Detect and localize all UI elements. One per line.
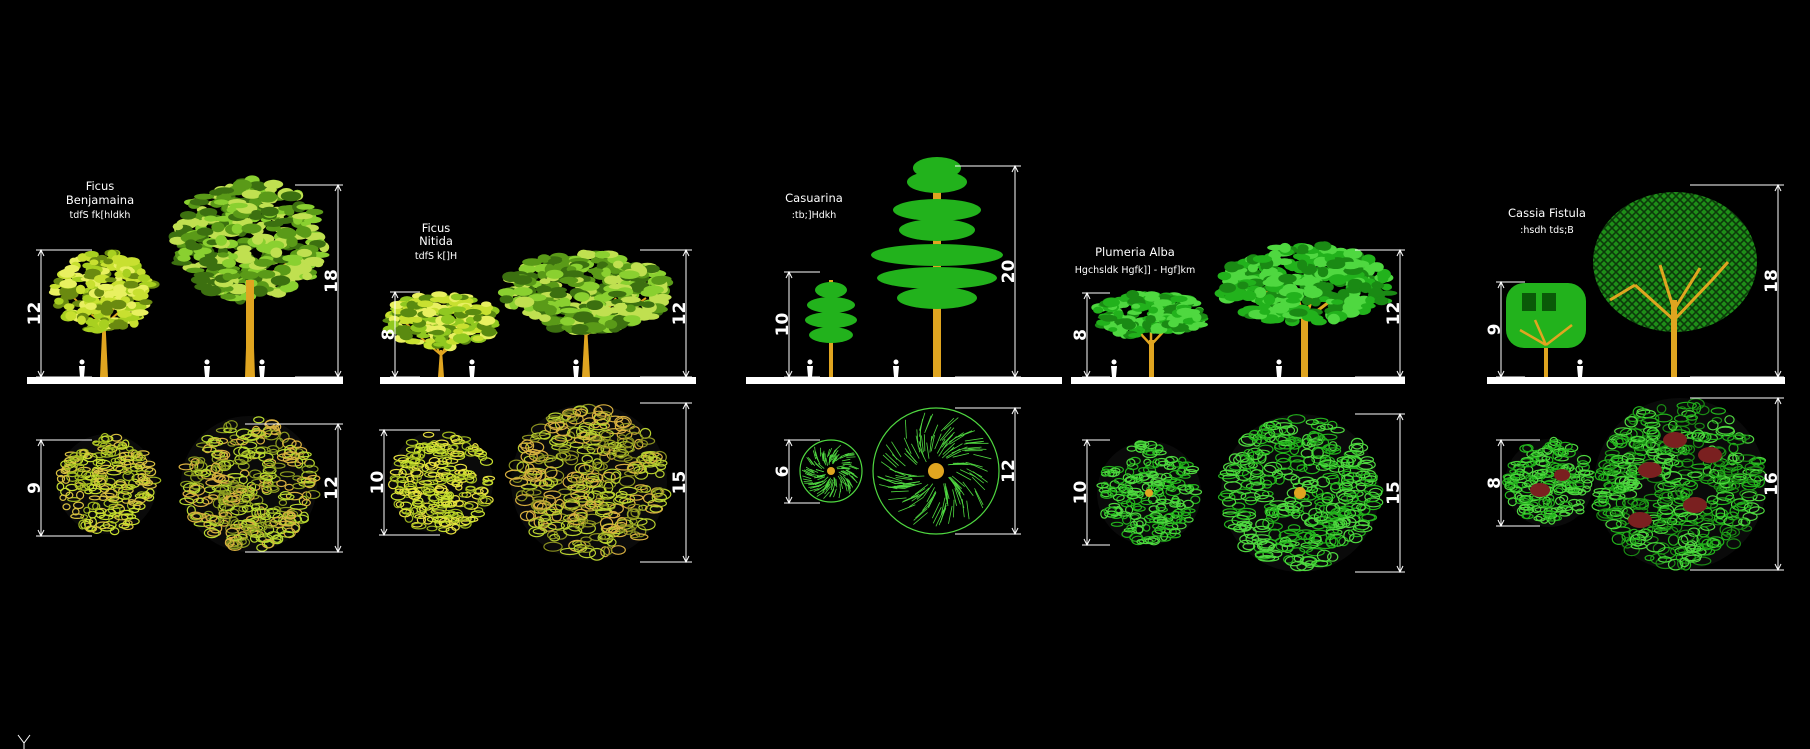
dim-ficus-benjamaina-plan-small-label: 9 bbox=[25, 482, 45, 494]
label-ficus-benjamaina-line2: Benjamaina bbox=[66, 193, 134, 207]
label-ficus-nitida-line2: Nitida bbox=[419, 234, 453, 248]
plant-labels: Ficus Benjamaina tdfS fk[hldkh Ficus Nit… bbox=[66, 179, 1586, 276]
tree-elevation-casuarina-large bbox=[871, 157, 1003, 377]
local-name-ficus-nitida: tdfS k[]H bbox=[415, 251, 457, 262]
ground-line-3 bbox=[746, 377, 1062, 384]
person-figure-icon bbox=[1111, 359, 1117, 377]
tree-elevation-plumeria-alba-small bbox=[1091, 290, 1209, 377]
tree-plans bbox=[55, 398, 1767, 572]
dim-casuarina-elevation-small-label: 10 bbox=[773, 313, 793, 337]
local-name-cassia-fistula: :hsdh tds;B bbox=[1520, 225, 1574, 236]
dim-ficus-benjamaina-elevation-large: 18 bbox=[295, 183, 343, 379]
local-name-casuarina: :tb;]Hdkh bbox=[792, 210, 837, 221]
person-figure-icon bbox=[79, 359, 85, 377]
label-casuarina: Casuarina bbox=[785, 191, 843, 205]
tree-elevation-ficus-nitida-large bbox=[497, 249, 674, 377]
dim-ficus-nitida-plan-large-label: 15 bbox=[670, 471, 690, 495]
tree-elevation-cassia-fistula-small bbox=[1506, 283, 1586, 377]
tree-plan-plumeria-alba-small bbox=[1096, 440, 1203, 546]
dim-cassia-fistula-elevation-large: 18 bbox=[1690, 183, 1784, 379]
label-ficus-benjamaina-line1: Ficus bbox=[86, 179, 115, 193]
person-figure-icon bbox=[204, 359, 210, 377]
tree-plan-casuarina-small bbox=[799, 439, 863, 503]
tree-elevation-casuarina-small bbox=[805, 280, 857, 377]
dim-ficus-nitida-elevation-small-label: 8 bbox=[379, 329, 399, 341]
ground-line-4 bbox=[1071, 377, 1405, 384]
dim-cassia-fistula-plan-small: 8 bbox=[1485, 438, 1540, 528]
dim-ficus-nitida-elevation-small: 8 bbox=[379, 290, 420, 379]
dim-casuarina-elevation-large-label: 20 bbox=[999, 260, 1019, 284]
tree-elevations bbox=[48, 157, 1757, 377]
dim-plumeria-alba-plan-large: 15 bbox=[1355, 412, 1405, 574]
tree-elevation-ficus-benjamaina-small bbox=[48, 249, 160, 377]
label-ficus-nitida-line1: Ficus bbox=[422, 221, 451, 235]
dimension-lines: 12 18 9 12 8 12 10 15 10 20 6 12 8 12 10 15 9 18 8 16 bbox=[25, 164, 1784, 574]
tree-elevation-ficus-benjamaina-large bbox=[168, 175, 330, 377]
dim-casuarina-plan-large-label: 12 bbox=[999, 459, 1019, 483]
dim-plumeria-alba-plan-small-label: 10 bbox=[1071, 481, 1091, 505]
tree-elevation-cassia-fistula-large bbox=[1593, 192, 1757, 377]
ground-line-5 bbox=[1487, 377, 1785, 384]
label-plumeria-alba: Plumeria Alba bbox=[1095, 245, 1175, 259]
dim-ficus-benjamaina-plan-small: 9 bbox=[25, 438, 92, 538]
dim-plumeria-alba-plan-large-label: 15 bbox=[1384, 481, 1404, 505]
dim-cassia-fistula-plan-large: 16 bbox=[1690, 396, 1784, 572]
label-cassia-fistula: Cassia Fistula bbox=[1508, 206, 1586, 220]
dim-ficus-nitida-plan-small: 10 bbox=[368, 428, 440, 537]
dim-casuarina-plan-small-label: 6 bbox=[773, 466, 793, 478]
tree-plan-plumeria-alba-large bbox=[1217, 414, 1384, 572]
dim-ficus-nitida-elevation-large-label: 12 bbox=[670, 302, 690, 326]
dim-cassia-fistula-elevation-small-label: 9 bbox=[1485, 324, 1505, 336]
dim-cassia-fistula-elevation-large-label: 18 bbox=[1762, 269, 1782, 293]
tree-elevation-ficus-nitida-small bbox=[382, 291, 500, 377]
tree-plan-ficus-nitida-large bbox=[504, 403, 672, 561]
tree-plan-ficus-benjamaina-large bbox=[178, 416, 321, 552]
dim-cassia-fistula-plan-small-label: 8 bbox=[1485, 477, 1505, 489]
person-figure-icon bbox=[807, 359, 813, 377]
tree-plan-cassia-fistula-small bbox=[1502, 436, 1597, 527]
person-figure-icon bbox=[573, 359, 579, 377]
dim-casuarina-elevation-small: 10 bbox=[773, 270, 820, 379]
dim-cassia-fistula-plan-large-label: 16 bbox=[1762, 472, 1782, 496]
dim-cassia-fistula-elevation-small: 9 bbox=[1485, 280, 1525, 379]
person-figure-icon bbox=[1577, 359, 1583, 377]
person-figure-icon bbox=[1276, 359, 1282, 377]
dim-casuarina-elevation-large: 20 bbox=[955, 164, 1021, 379]
tree-elevation-plumeria-alba-large bbox=[1214, 241, 1398, 377]
dim-casuarina-plan-large: 12 bbox=[955, 406, 1021, 536]
local-name-plumeria-alba: Hgchsldk Hgfk]] - Hgf]km bbox=[1075, 265, 1195, 276]
dim-ficus-benjamaina-elevation-small-label: 12 bbox=[25, 302, 45, 326]
dim-plumeria-alba-elevation-large: 12 bbox=[1355, 248, 1405, 379]
ground-line-2 bbox=[380, 377, 696, 384]
local-name-ficus-benjamaina: tdfS fk[hldkh bbox=[70, 210, 131, 221]
dim-ficus-benjamaina-plan-large-label: 12 bbox=[322, 476, 342, 500]
person-figure-icon bbox=[893, 359, 899, 377]
dim-ficus-nitida-plan-small-label: 10 bbox=[368, 471, 388, 495]
dim-plumeria-alba-elevation-large-label: 12 bbox=[1384, 302, 1404, 326]
dim-ficus-benjamaina-plan-large: 12 bbox=[245, 422, 343, 554]
dim-ficus-benjamaina-elevation-large-label: 18 bbox=[322, 269, 342, 293]
dim-ficus-benjamaina-elevation-small: 12 bbox=[25, 248, 92, 379]
tree-plan-ficus-nitida-small bbox=[388, 430, 496, 535]
person-figure-icon bbox=[259, 359, 265, 377]
ground-lines bbox=[27, 377, 1785, 384]
tree-plan-cassia-fistula-large bbox=[1591, 398, 1767, 571]
dim-plumeria-alba-elevation-small: 8 bbox=[1071, 291, 1110, 379]
dim-ficus-nitida-elevation-large: 12 bbox=[640, 248, 692, 379]
ground-line-1 bbox=[27, 377, 343, 384]
tree-plan-casuarina-large bbox=[872, 407, 1000, 535]
dim-casuarina-plan-small: 6 bbox=[773, 438, 820, 505]
dim-ficus-nitida-plan-large: 15 bbox=[640, 401, 692, 564]
ucs-y-axis-icon bbox=[17, 734, 31, 749]
dim-plumeria-alba-elevation-small-label: 8 bbox=[1071, 329, 1091, 341]
human-scale-figures bbox=[79, 359, 1583, 377]
tree-plan-ficus-benjamaina-small bbox=[55, 432, 162, 536]
dim-plumeria-alba-plan-small: 10 bbox=[1071, 438, 1110, 547]
person-figure-icon bbox=[469, 359, 475, 377]
